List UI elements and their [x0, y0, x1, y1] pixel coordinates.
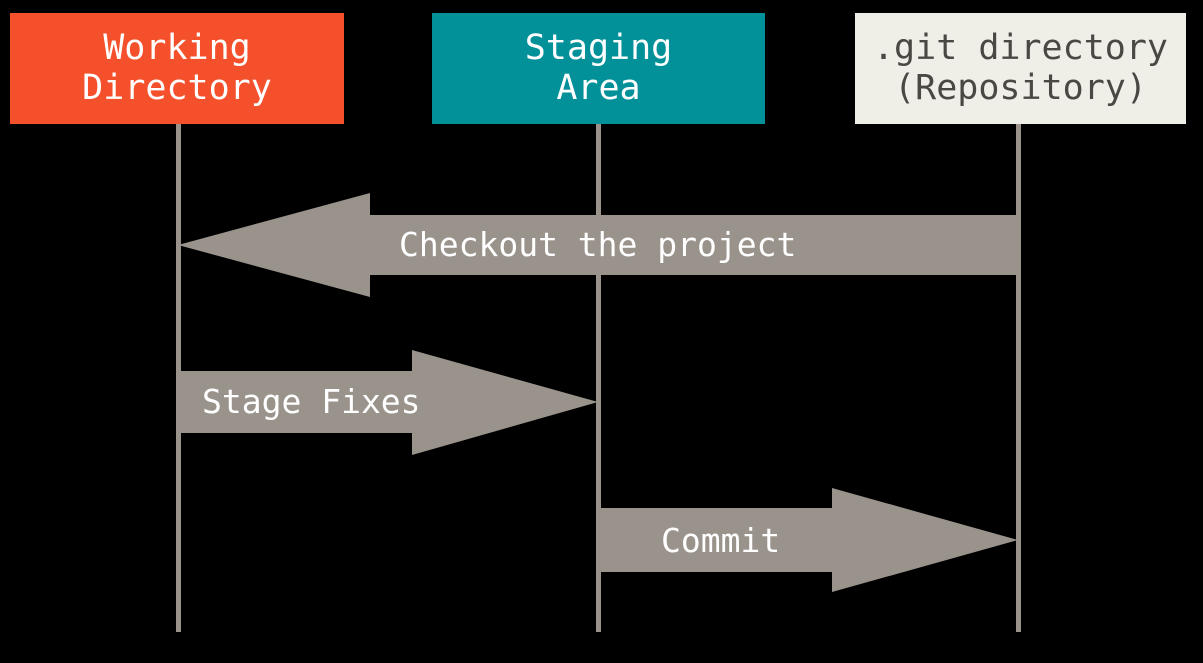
node-working-directory: Working Directory — [10, 13, 344, 124]
arrow-label-stage-fixes: Stage Fixes — [202, 382, 421, 421]
lifeline-git-directory — [1016, 124, 1021, 632]
node-git-directory-line-2: (Repository) — [894, 67, 1147, 108]
node-working-directory-line-1: Working — [103, 27, 251, 68]
node-staging-area-line-1: Staging — [524, 27, 673, 68]
lifeline-staging-area — [596, 124, 601, 632]
arrow-stage-fixes — [178, 350, 598, 455]
node-staging-area-line-2: Area — [556, 67, 641, 108]
arrow-label-commit: Commit — [661, 521, 781, 560]
arrow-label-checkout: Checkout the project — [399, 225, 797, 264]
node-working-directory-line-2: Directory — [82, 67, 272, 108]
arrow-checkout-the-project — [178, 193, 1018, 297]
arrow-commit — [598, 488, 1018, 592]
node-git-directory: .git directory (Repository) — [855, 13, 1186, 124]
node-git-directory-line-1: .git directory — [872, 27, 1168, 68]
node-staging-area: Staging Area — [432, 13, 765, 124]
